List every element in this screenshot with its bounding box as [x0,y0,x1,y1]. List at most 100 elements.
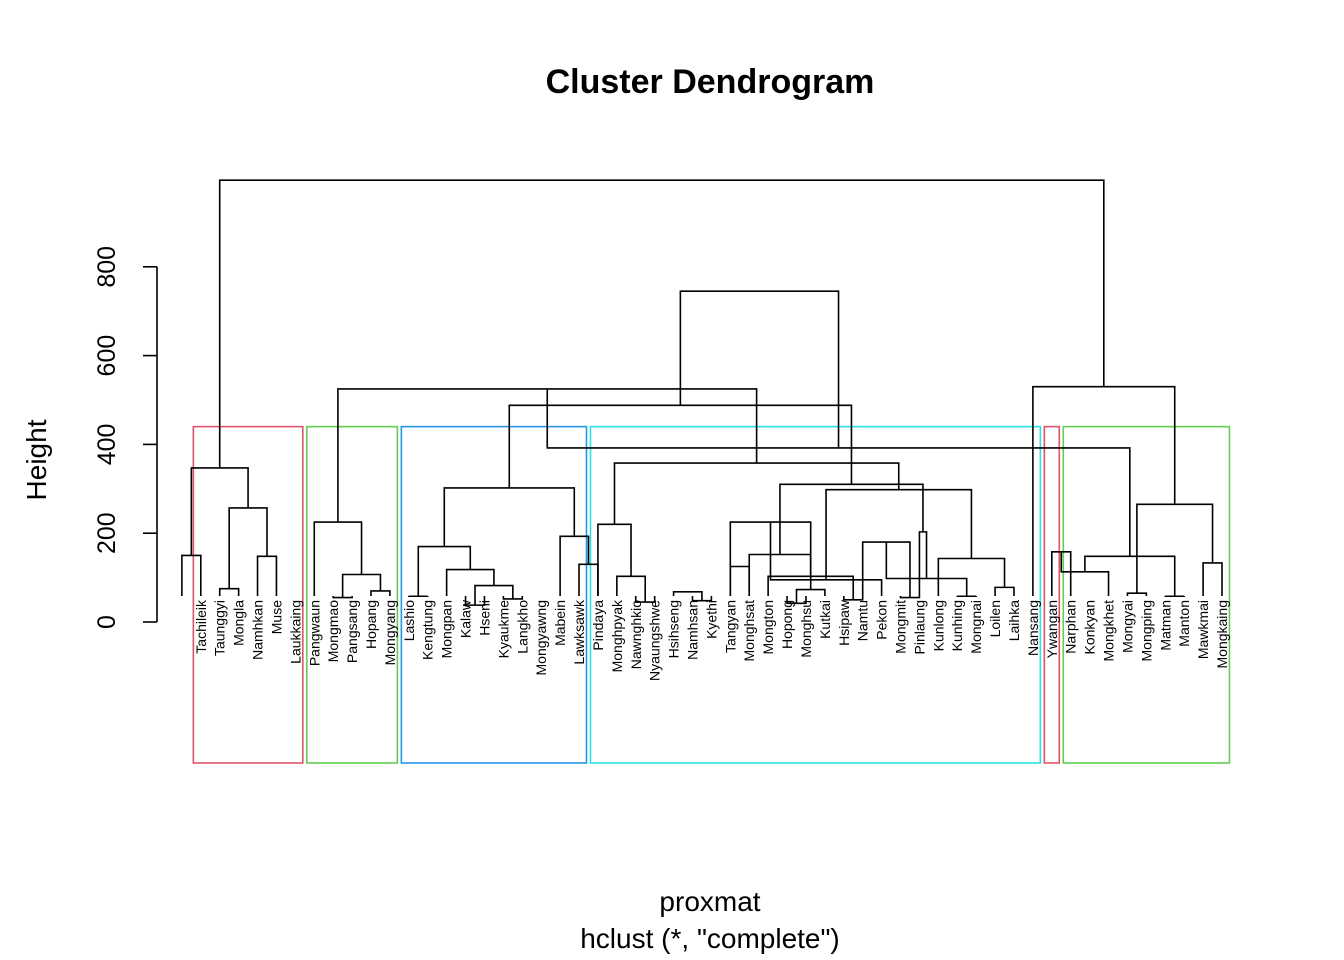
leaf-label: Pinlaung [911,600,927,655]
leaf-label: Laukkaing [287,600,303,664]
leaf-label: Mongpan [439,600,455,658]
dendrogram-branch [679,290,840,448]
cluster-box [192,425,304,764]
leaf-label: Laihka [1006,600,1022,641]
leaf-label: Pindaya [590,600,606,651]
dendrogram-branch [779,483,924,555]
leaf-label: Tachileik [193,599,209,654]
cluster-box [400,425,588,764]
leaf-label: Kalaw [458,599,474,638]
x-axis-label: proxmat [659,886,760,917]
dendrogram-branch [370,590,391,596]
dendrogram-branch [508,404,853,488]
leaf-label: Mongkaing [1214,600,1230,669]
dendrogram-branch [672,591,703,601]
dendrogram-branch [616,575,647,603]
leaf-label: Muse [268,600,284,634]
dendrogram-branch [918,531,928,596]
dendrogram-branch [825,488,973,580]
leaf-label: Namhkan [250,600,266,660]
leaf-label: Kunhing [949,600,965,651]
leaf-label: Kyethi [703,600,719,639]
leaf-label: Manton [1176,600,1192,647]
leaf-label: Pangwaun [306,600,322,666]
y-axis-label: Height [21,419,52,500]
dendrogram-branch [1032,385,1176,596]
leaf-label: Kengtung [420,600,436,660]
y-tick-label: 0 [93,615,121,629]
leaf-label: Mongla [231,600,247,646]
y-tick-label: 400 [93,424,121,466]
leaf-label: Hseni [476,600,492,636]
dendrogram-branch [256,555,278,596]
dendrogram-branch [218,179,1105,468]
cluster-box [1043,425,1061,764]
dendrogram-branch [994,586,1015,596]
leaf-label: Monghsu [798,600,814,658]
x-axis-sublabel: hclust (*, "complete") [580,923,840,954]
dendrogram-branch [228,507,268,589]
leaf-label: Mabein [552,600,568,646]
y-tick-label: 800 [93,246,121,288]
dendrogram-branch [1126,592,1148,596]
leaf-label: Pangsang [344,600,360,663]
leaf-label: Kyaukme [495,600,511,659]
leaf-label: Mongnai [968,600,984,654]
leaf-label: Hopang [363,600,379,649]
leaf-label: Mongton [760,600,776,654]
dendrogram-branch [613,462,900,525]
dendrogram-branch [445,568,495,596]
dendrogram-branch [417,545,472,597]
leaf-label: Kunlong [930,600,946,651]
cluster-box [306,425,399,764]
leaf-label: Namtu [855,600,871,641]
leaf-label: Narphan [1063,600,1079,654]
leaf-label: Pekon [874,600,890,640]
cluster-boxes [192,425,1231,764]
leaf-label: Loilen [987,600,1003,637]
leaf-label: Taunggyi [212,600,228,656]
dendrogram-branch [341,573,382,598]
leaf-label: Langkho [514,600,530,654]
leaf-label: Monghsat [741,600,757,662]
leaf-label: Tangyan [722,600,738,653]
leaf-label: Nawnghkio [628,600,644,669]
leaf-label: Hsipaw [836,599,852,646]
leaf-label: Monghpyak [609,599,625,672]
cluster-box [1062,425,1231,764]
dendrogram-branch [578,563,599,596]
dendrogram-branch [1084,555,1176,597]
dendrogram-branch [559,535,590,596]
dendrogram-branch [597,523,632,596]
leaf-label: Namhsan [684,600,700,660]
dendrogram-branch [1202,562,1223,596]
leaf-label: Lashio [401,600,417,641]
leaf-label: Mongyang [382,600,398,665]
chart-title: Cluster Dendrogram [546,63,875,101]
dendrogram-branch [190,467,249,556]
leaf-label: Mongyawng [533,600,549,676]
cluster-box [589,425,1042,764]
leaf-label: Ywangan [1044,600,1060,658]
leaf-label: Mongmao [325,600,341,662]
leaf-label: Hsihseng [666,600,682,658]
leaf-label: Kutkai [817,600,833,639]
leaf-label: Nansang [1025,600,1041,656]
y-tick-label: 200 [93,512,121,554]
dendrogram-branch [218,587,240,596]
leaf-label: Konkyan [1082,600,1098,654]
leaf-label: Lawksawk [571,599,587,665]
dendrogram-branch [181,554,202,596]
leaf-label: Matman [1157,600,1173,651]
leaf-label: Hopong [779,600,795,649]
dendrogram-branch [729,565,751,596]
dendrogram-branch [443,487,576,547]
leaf-label: Mongmit [893,600,909,654]
leaf-label: Mongping [1138,600,1154,662]
dendrogram-branch [313,521,363,596]
leaf-label: Mawkmai [1195,600,1211,659]
leaf-label: Mongkhet [1101,600,1117,662]
